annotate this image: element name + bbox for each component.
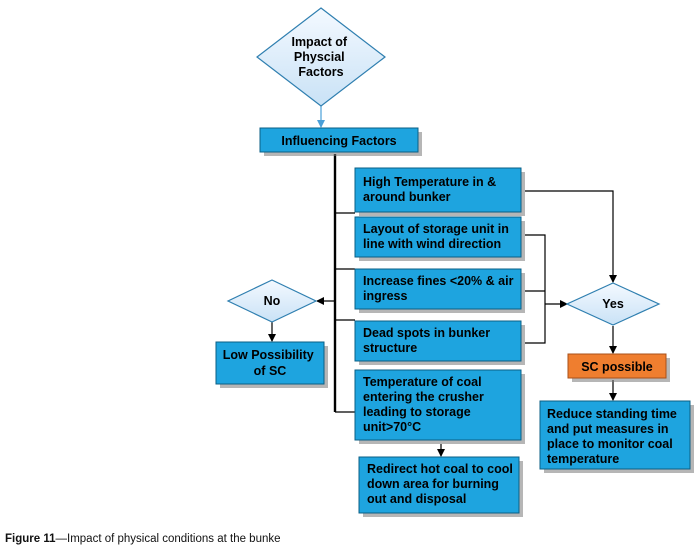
svg-text:Layout of storage unit in: Layout of storage unit in line with wind… [363,222,512,251]
svg-text:Dead spots in bunker str: Dead spots in bunker structure [363,326,494,355]
low-possibility-box: Low Possibility of SC [215,341,328,388]
sc-possible-box: SC possible [567,353,670,382]
factor-coal-temperature: Temperature of coal entering the crusher… [354,369,525,444]
yes-decision: Yes [565,282,661,326]
caption-text: —Impact of physical conditions at the bu… [55,533,281,545]
factor-high-temperature: High Temperature in & around bunker [354,167,525,216]
svg-text:Yes: Yes [602,297,624,311]
svg-text:No: No [264,294,281,308]
factor-layout-storage: Layout of storage unit in line with wind… [354,216,525,261]
svg-text:Redirect hot coal to cool: Redirect hot coal to cool down area for … [367,462,516,506]
svg-text:Increase fines <20% & air: Increase fines <20% & air ingress [363,274,517,303]
svg-text:Impact of Physcial: Impact of Physcial Factors [291,35,350,79]
svg-text:Low Possibility of SC: Low Possibility of SC [223,348,317,378]
svg-text:SC possible: SC possible [581,360,653,374]
redirect-coal-box: Redirect hot coal to cool down area for … [358,456,523,517]
impact-decision: Impact of Physcial Factors [256,7,386,107]
figure-caption: Figure 11—Impact of physical conditions … [5,533,281,545]
reduce-standing-box: Reduce standing time and put measures in… [539,400,694,473]
connectors [268,106,617,457]
svg-text:Reduce standing time and: Reduce standing time and put measures in… [547,407,680,466]
svg-text:Temperature of coal ente: Temperature of coal entering the crusher… [363,375,487,434]
factor-increase-fines: Increase fines <20% & air ingress [354,268,525,313]
influencing-factors-box: Influencing Factors [259,127,422,156]
no-decision: No [226,279,318,323]
factor-dead-spots: Dead spots in bunker structure [354,320,525,365]
figure-label: Figure 11 [5,533,56,545]
svg-text:Influencing Factors: Influencing Factors [281,134,396,148]
svg-text:High Temperature in & ar: High Temperature in & around bunker [363,175,500,204]
